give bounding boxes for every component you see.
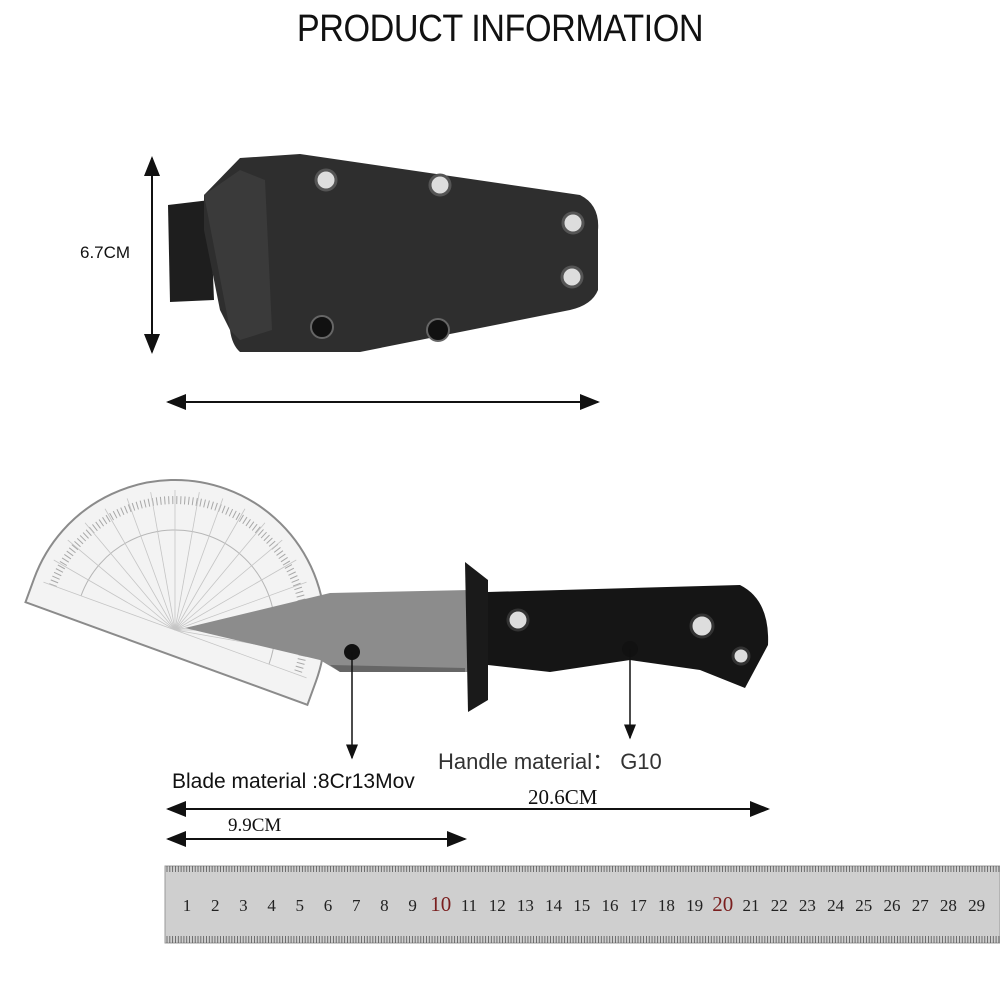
- ruler-number: 12: [489, 896, 506, 915]
- ruler-number: 18: [658, 896, 675, 915]
- ruler-number: 14: [545, 896, 563, 915]
- ruler-number: 28: [940, 896, 957, 915]
- protractor-ray: [67, 539, 176, 631]
- protractor-ray: [150, 492, 176, 631]
- ruler-number: 3: [239, 896, 248, 915]
- blade-length-label: 9.9CM: [228, 815, 282, 836]
- protractor-ray: [84, 522, 176, 631]
- protractor-ray: [104, 508, 176, 631]
- protractor-ray: [174, 498, 224, 631]
- ruler-number: 27: [912, 896, 930, 915]
- protractor-ray: [174, 581, 307, 631]
- ruler-number: 2: [211, 896, 220, 915]
- total-length-label: 20.6CM: [528, 785, 598, 809]
- ruler-number: 13: [517, 896, 534, 915]
- ruler-number: 10: [430, 892, 451, 916]
- page-title: PRODUCT INFORMATION: [296, 8, 704, 50]
- ruler-number: 6: [324, 896, 333, 915]
- handle-material-label: Handle material： G10: [438, 749, 662, 774]
- protractor-ray: [43, 581, 176, 631]
- ruler-number: 8: [380, 896, 389, 915]
- ruler-number: 29: [968, 896, 985, 915]
- ruler-number: 23: [799, 896, 816, 915]
- ruler-number: 21: [743, 896, 760, 915]
- protractor-ray: [174, 539, 283, 631]
- ruler-number: 11: [461, 896, 477, 915]
- ruler-number: 16: [602, 896, 619, 915]
- protractor-image: [24, 479, 326, 707]
- ruler-number: 5: [296, 896, 305, 915]
- protractor-ray: [174, 559, 297, 631]
- ruler-number: 22: [771, 896, 788, 915]
- sheath-image: [168, 154, 599, 352]
- protractor-ray: [174, 508, 246, 631]
- ruler-number: 24: [827, 896, 845, 915]
- blade-material-label: Blade material :8Cr13Mov: [172, 770, 415, 793]
- protractor-ray: [126, 498, 176, 631]
- protractor-ray: [53, 559, 176, 631]
- sheath-height-label: 6.7CM: [80, 243, 131, 262]
- protractor-ray: [174, 629, 307, 679]
- protractor-ray: [174, 522, 266, 631]
- ruler-number: 4: [267, 896, 276, 915]
- ruler-number: 9: [408, 896, 417, 915]
- ruler-number: 26: [884, 896, 901, 915]
- ruler-number: 15: [573, 896, 590, 915]
- ruler-number: 1: [183, 896, 192, 915]
- ruler-number: 17: [630, 896, 648, 915]
- ruler-number: 25: [855, 896, 872, 915]
- protractor-ray: [174, 492, 200, 631]
- ruler-number: 19: [686, 896, 703, 915]
- ruler-number: 20: [712, 892, 733, 916]
- protractor-ray: [174, 489, 176, 631]
- ruler-number: 7: [352, 896, 361, 915]
